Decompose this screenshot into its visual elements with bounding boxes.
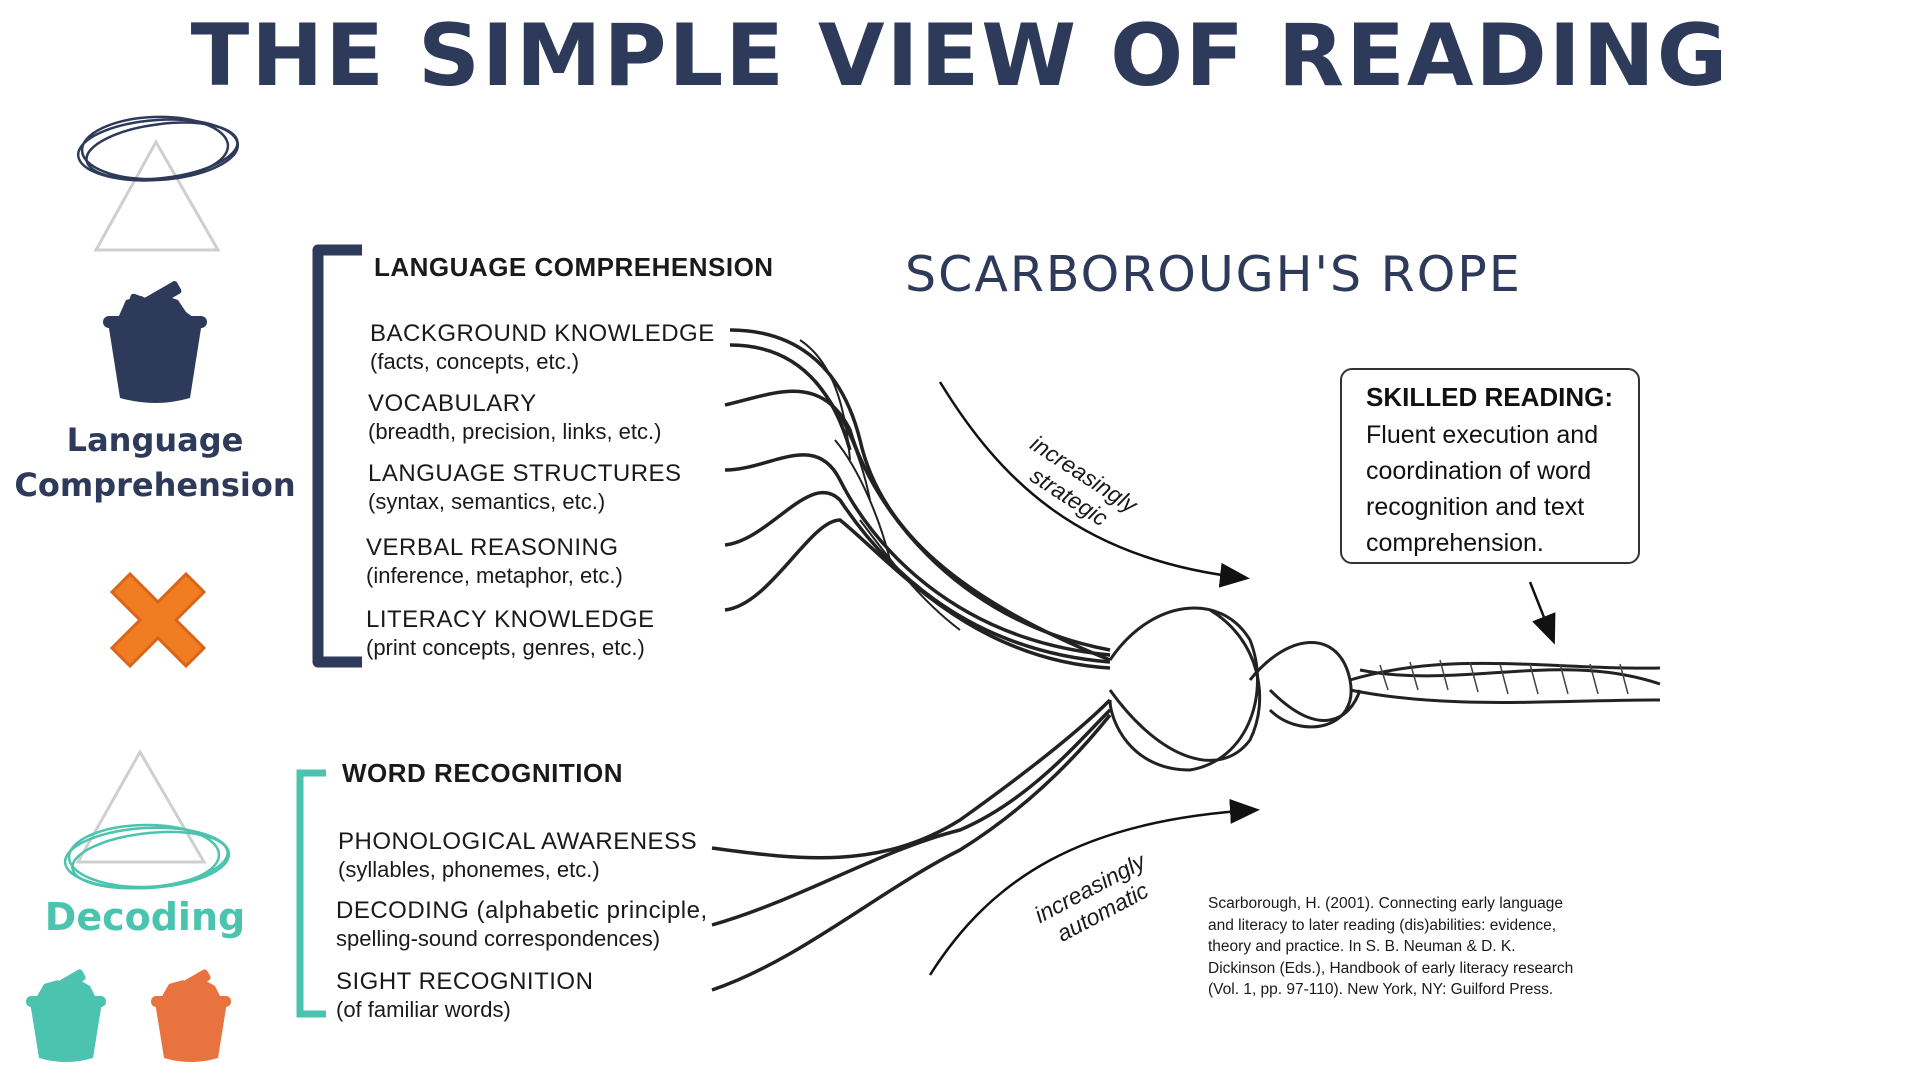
citation-line: Scarborough, H. (2001). Connecting early… (1208, 895, 1564, 912)
multiply-icon (109, 571, 207, 669)
strand-label: PHONOLOGICAL AWARENESS (338, 828, 698, 855)
strand-label: LITERACY KNOWLEDGE (366, 606, 655, 633)
strand-description: (facts, concepts, etc.) (370, 349, 580, 374)
skilled-reading-line: coordination of word (1366, 457, 1592, 485)
language-comprehension-heading: LANGUAGE COMPREHENSION (374, 252, 774, 282)
label-line: Comprehension (14, 466, 296, 504)
upper-strands (724, 328, 1111, 670)
skilled-reading-box: SKILLED READING: Fluent execution and co… (1340, 368, 1640, 564)
lower-strands (711, 698, 1112, 992)
strand-label: VERBAL REASONING (366, 534, 619, 561)
decoding-label: Decoding (44, 895, 246, 939)
strand-label: LANGUAGE STRUCTURES (368, 460, 682, 487)
triangle-icon (75, 748, 207, 864)
strand-description: (of familiar words) (336, 997, 511, 1022)
skilled-reading-line: recognition and text (1366, 493, 1585, 521)
scribble-circle-icon (63, 823, 231, 890)
bucket-icon (151, 969, 231, 1062)
strand-description: (syllables, phonemes, etc.) (338, 857, 600, 882)
citation-line: Dickinson (Eds.), Handbook of early lite… (1208, 959, 1574, 977)
strand-description: (breadth, precision, links, etc.) (368, 419, 662, 444)
strand-description: (syntax, semantics, etc.) (368, 489, 606, 514)
language-comprehension-label: Language Comprehension (10, 418, 300, 508)
strategic-arrow (938, 381, 1250, 588)
automatic-arrow (928, 798, 1260, 976)
word-recognition-heading: WORD RECOGNITION (342, 758, 623, 788)
bucket-icon (26, 969, 106, 1062)
strand-description: spelling-sound correspondences) (336, 926, 661, 951)
label-line: Language (66, 421, 244, 459)
strand-label: BACKGROUND KNOWLEDGE (370, 320, 715, 347)
citation-line: and literacy to later reading (dis)abili… (1208, 916, 1557, 934)
strand-description: (inference, metaphor, etc.) (366, 563, 623, 588)
skilled-reading-pointer (1528, 581, 1556, 645)
strand-label: DECODING (alphabetic principle, (336, 897, 708, 924)
citation: Scarborough, H. (2001). Connecting early… (1208, 893, 1648, 1001)
bucket-icon (103, 281, 207, 403)
language-bracket (312, 244, 362, 668)
citation-line: theory and practice. In S. B. Neuman & D… (1208, 938, 1516, 955)
rope-texture (1379, 659, 1629, 695)
scribble-circle-icon (76, 115, 240, 182)
strand-description: (print concepts, genres, etc.) (366, 635, 645, 660)
rope-title: SCARBOROUGH'S ROPE (905, 246, 1522, 303)
skilled-reading-heading: SKILLED READING: (1366, 382, 1613, 412)
page-title: THE SIMPLE VIEW OF READING (190, 6, 1730, 106)
citation-line: (Vol. 1, pp. 97-110). New York, NY: Guil… (1208, 981, 1554, 998)
skilled-reading-line: Fluent execution and (1366, 421, 1599, 449)
skilled-reading-line: comprehension. (1366, 529, 1544, 557)
upper-strands-twist (799, 339, 961, 631)
word-recognition-bracket (296, 769, 326, 1018)
braided-rope (1108, 606, 1661, 772)
strand-label: SIGHT RECOGNITION (336, 968, 594, 995)
triangle-icon (93, 138, 221, 252)
strand-label: VOCABULARY (368, 390, 537, 417)
